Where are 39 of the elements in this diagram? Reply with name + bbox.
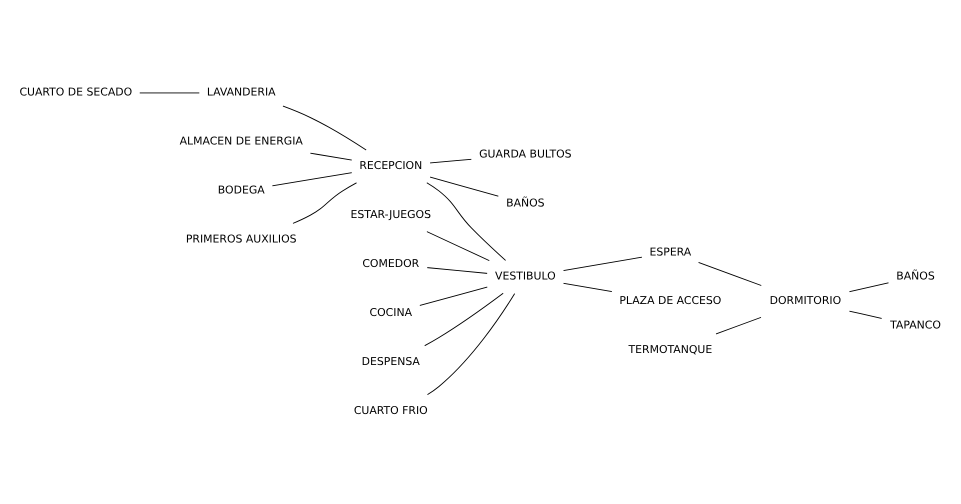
node-text: PLAZA DE ACCESO	[619, 294, 722, 308]
node-text: BAÑOS	[506, 196, 545, 210]
node-text: DORMITORIO	[770, 294, 842, 308]
node-text: CUARTO FRIO	[354, 404, 428, 417]
connector	[430, 158, 472, 164]
connector	[426, 182, 506, 261]
connector	[848, 310, 882, 319]
connector	[426, 267, 488, 274]
node-text: ESTAR-JUEGOS	[350, 208, 432, 222]
node-text: ALMACEN DE ENERGIA	[180, 134, 303, 148]
connector	[427, 293, 516, 396]
connector	[424, 292, 504, 346]
node-text: BAÑOS	[896, 270, 935, 283]
node-text: VESTIBULO	[495, 270, 556, 283]
node-text: BODEGA	[218, 184, 265, 197]
connector	[419, 286, 488, 306]
connector	[698, 262, 762, 286]
connector	[292, 182, 357, 224]
node-text: DESPENSA	[362, 354, 420, 368]
connector	[426, 231, 490, 262]
connector	[282, 106, 367, 150]
connector	[848, 282, 889, 292]
node-text: LAVANDERIA	[206, 86, 276, 99]
node-text: CUARTO DE SECADO	[19, 86, 132, 99]
node-text: TAPANCO	[890, 318, 941, 332]
node-text: COCINA	[370, 306, 412, 319]
node-text: COMEDOR	[362, 257, 420, 270]
connector	[716, 316, 762, 334]
connector	[310, 152, 352, 160]
node-text: ESPERA	[650, 245, 692, 258]
connector	[563, 256, 642, 272]
node-text: TERMOTANQUE	[628, 343, 712, 356]
connector	[430, 176, 499, 197]
connector	[563, 282, 612, 292]
connector	[139, 92, 200, 94]
node-text: PRIMEROS AUXILIOS	[186, 232, 297, 246]
node-text: RECEPCION	[359, 159, 422, 172]
connector	[272, 172, 352, 186]
node-text: GUARDA BULTOS	[479, 147, 572, 160]
